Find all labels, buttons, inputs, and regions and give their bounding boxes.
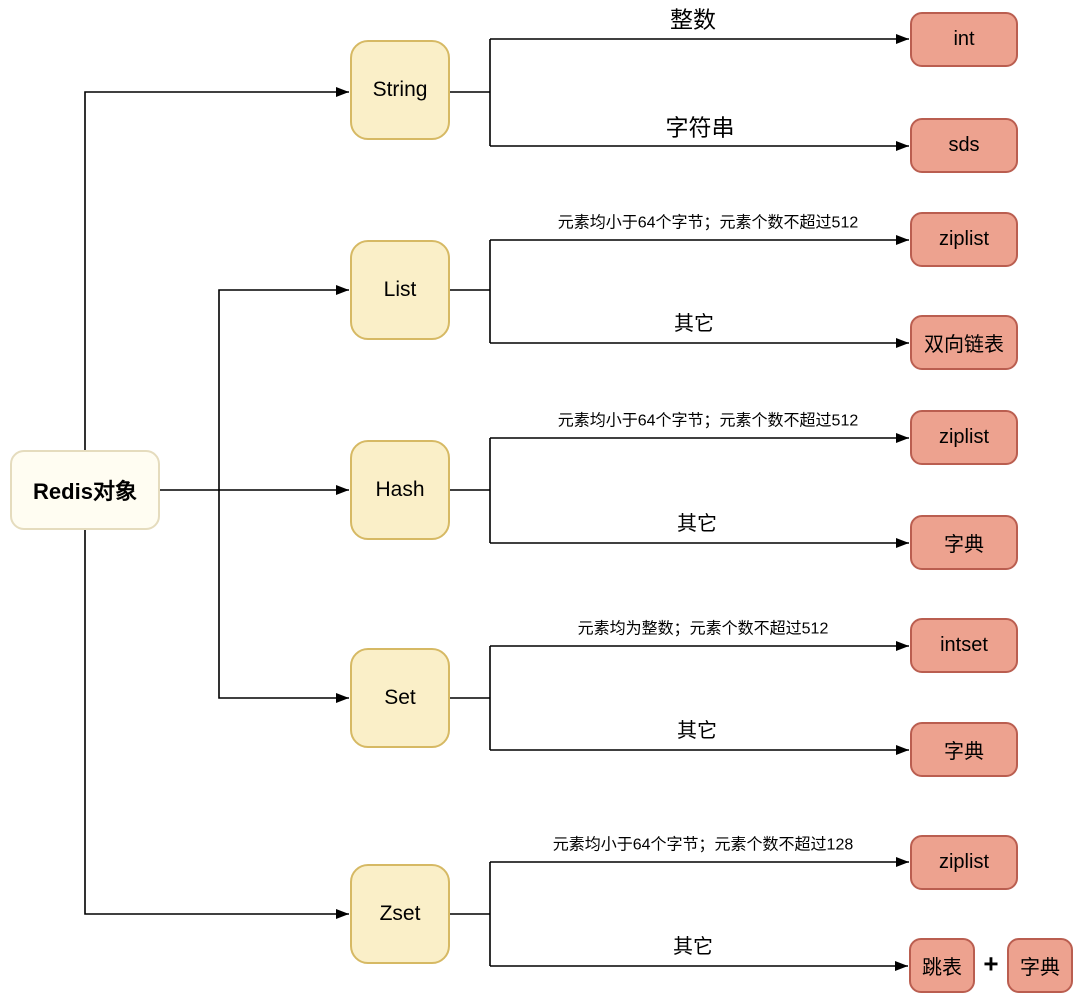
target-node-dict-set: 字典 [910, 722, 1018, 777]
target-node-intset: intset [910, 618, 1018, 673]
fork-list [450, 240, 491, 343]
edge-root-list [218, 285, 349, 490]
edge-label-integer: 整数 [670, 6, 716, 33]
fork-string [450, 39, 491, 146]
target-node-dict-hash: 字典 [910, 515, 1018, 570]
edge-root-set [218, 490, 349, 703]
edge-label-list-condition: 元素均小于64个字节；元素个数不超过512 [557, 214, 859, 232]
fork-zset [450, 862, 491, 966]
edge-label-set-condition: 元素均为整数；元素个数不超过512 [577, 620, 829, 638]
target-node-ziplist-list: ziplist [910, 212, 1018, 267]
type-node-hash: Hash [350, 440, 450, 540]
type-node-zset: Zset [350, 864, 450, 964]
root-node-redis-object: Redis对象 [10, 450, 160, 530]
edge-label-hash-other: 其它 [677, 513, 717, 535]
edge-label-hash-condition: 元素均小于64个字节；元素个数不超过512 [557, 412, 859, 430]
edge-root-zset [84, 530, 349, 919]
edge-label-set-other: 其它 [677, 720, 717, 742]
target-node-dict-zset: 字典 [1007, 938, 1073, 993]
target-node-ziplist-hash: ziplist [910, 410, 1018, 465]
edge-label-zset-condition: 元素均小于64个字节；元素个数不超过128 [552, 836, 854, 854]
target-node-doubly-linked-list: 双向链表 [910, 315, 1018, 370]
type-node-string: String [350, 40, 450, 140]
edge-label-zset-other: 其它 [673, 936, 713, 958]
type-node-set: Set [350, 648, 450, 748]
type-node-list: List [350, 240, 450, 340]
target-node-ziplist-zset: ziplist [910, 835, 1018, 890]
plus-operator: + [983, 948, 999, 979]
fork-set [450, 646, 491, 750]
target-node-skiplist: 跳表 [909, 938, 975, 993]
fork-hash [450, 438, 491, 543]
edge-label-string: 字符串 [665, 114, 735, 141]
target-node-sds: sds [910, 118, 1018, 173]
edge-root-string [84, 87, 349, 450]
edge-label-list-other: 其它 [674, 313, 714, 335]
target-node-int: int [910, 12, 1018, 67]
